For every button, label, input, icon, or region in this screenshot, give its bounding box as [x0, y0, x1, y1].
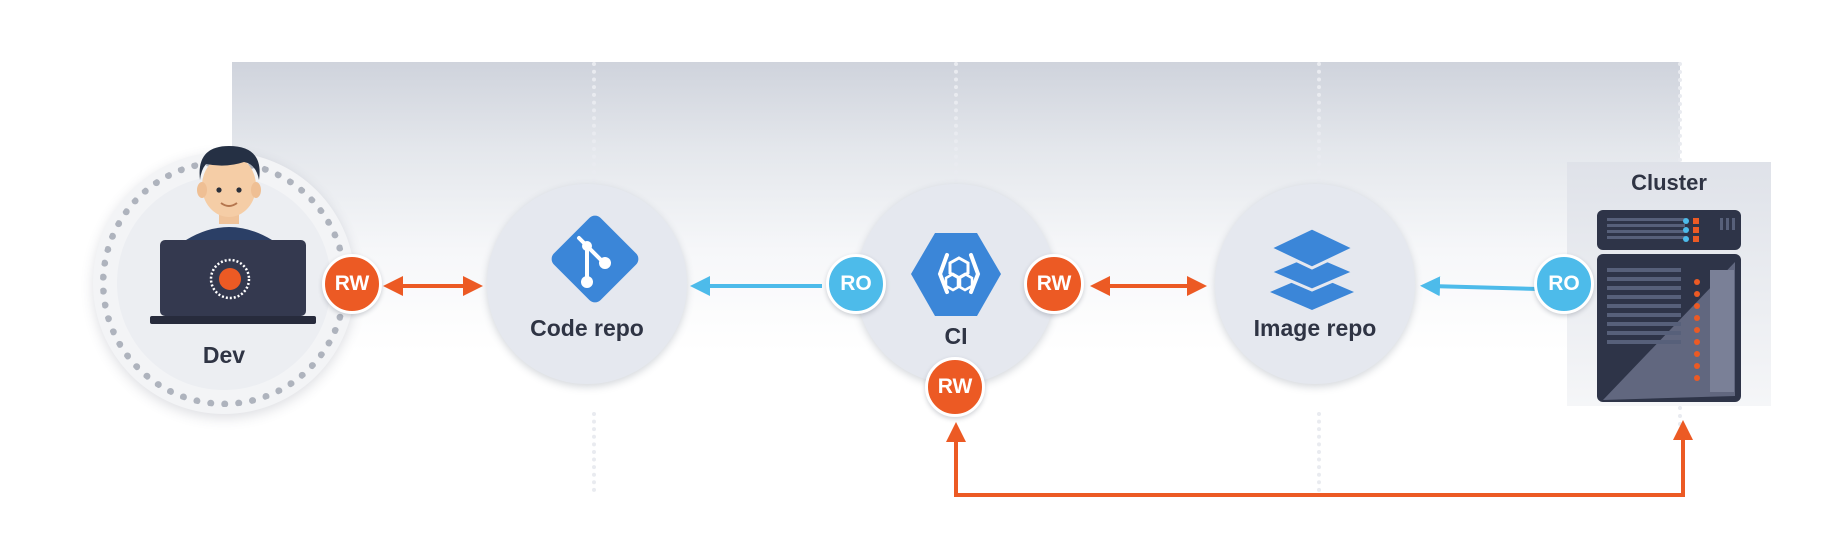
ci-rw-bottom-badge: RW: [925, 357, 985, 417]
guide-line-code-repo-lower: [592, 412, 596, 492]
guide-line-cluster: [1678, 62, 1682, 162]
ci-ro-badge: RO: [826, 254, 886, 314]
cluster-image-repo-arrow: [1420, 276, 1539, 297]
dev-label: Dev: [202, 342, 246, 368]
guide-line-code-repo: [592, 62, 596, 182]
guide-line-cluster-lower: [1678, 406, 1682, 426]
ci-label: CI: [944, 323, 968, 349]
ci-cluster-arrow: [946, 420, 1693, 497]
code-repo-label: Code repo: [530, 315, 644, 341]
image-repo-label: Image repo: [1253, 315, 1377, 341]
cluster-ro-badge: RO: [1534, 254, 1594, 314]
guide-line-image-repo: [1317, 62, 1321, 182]
guide-line-image-repo-lower: [1317, 412, 1321, 492]
guide-line-ci: [954, 62, 958, 182]
dev-rw-badge: RW: [322, 254, 382, 314]
cluster-label: Cluster: [1631, 170, 1707, 195]
ci-rw-right-badge: RW: [1024, 254, 1084, 314]
